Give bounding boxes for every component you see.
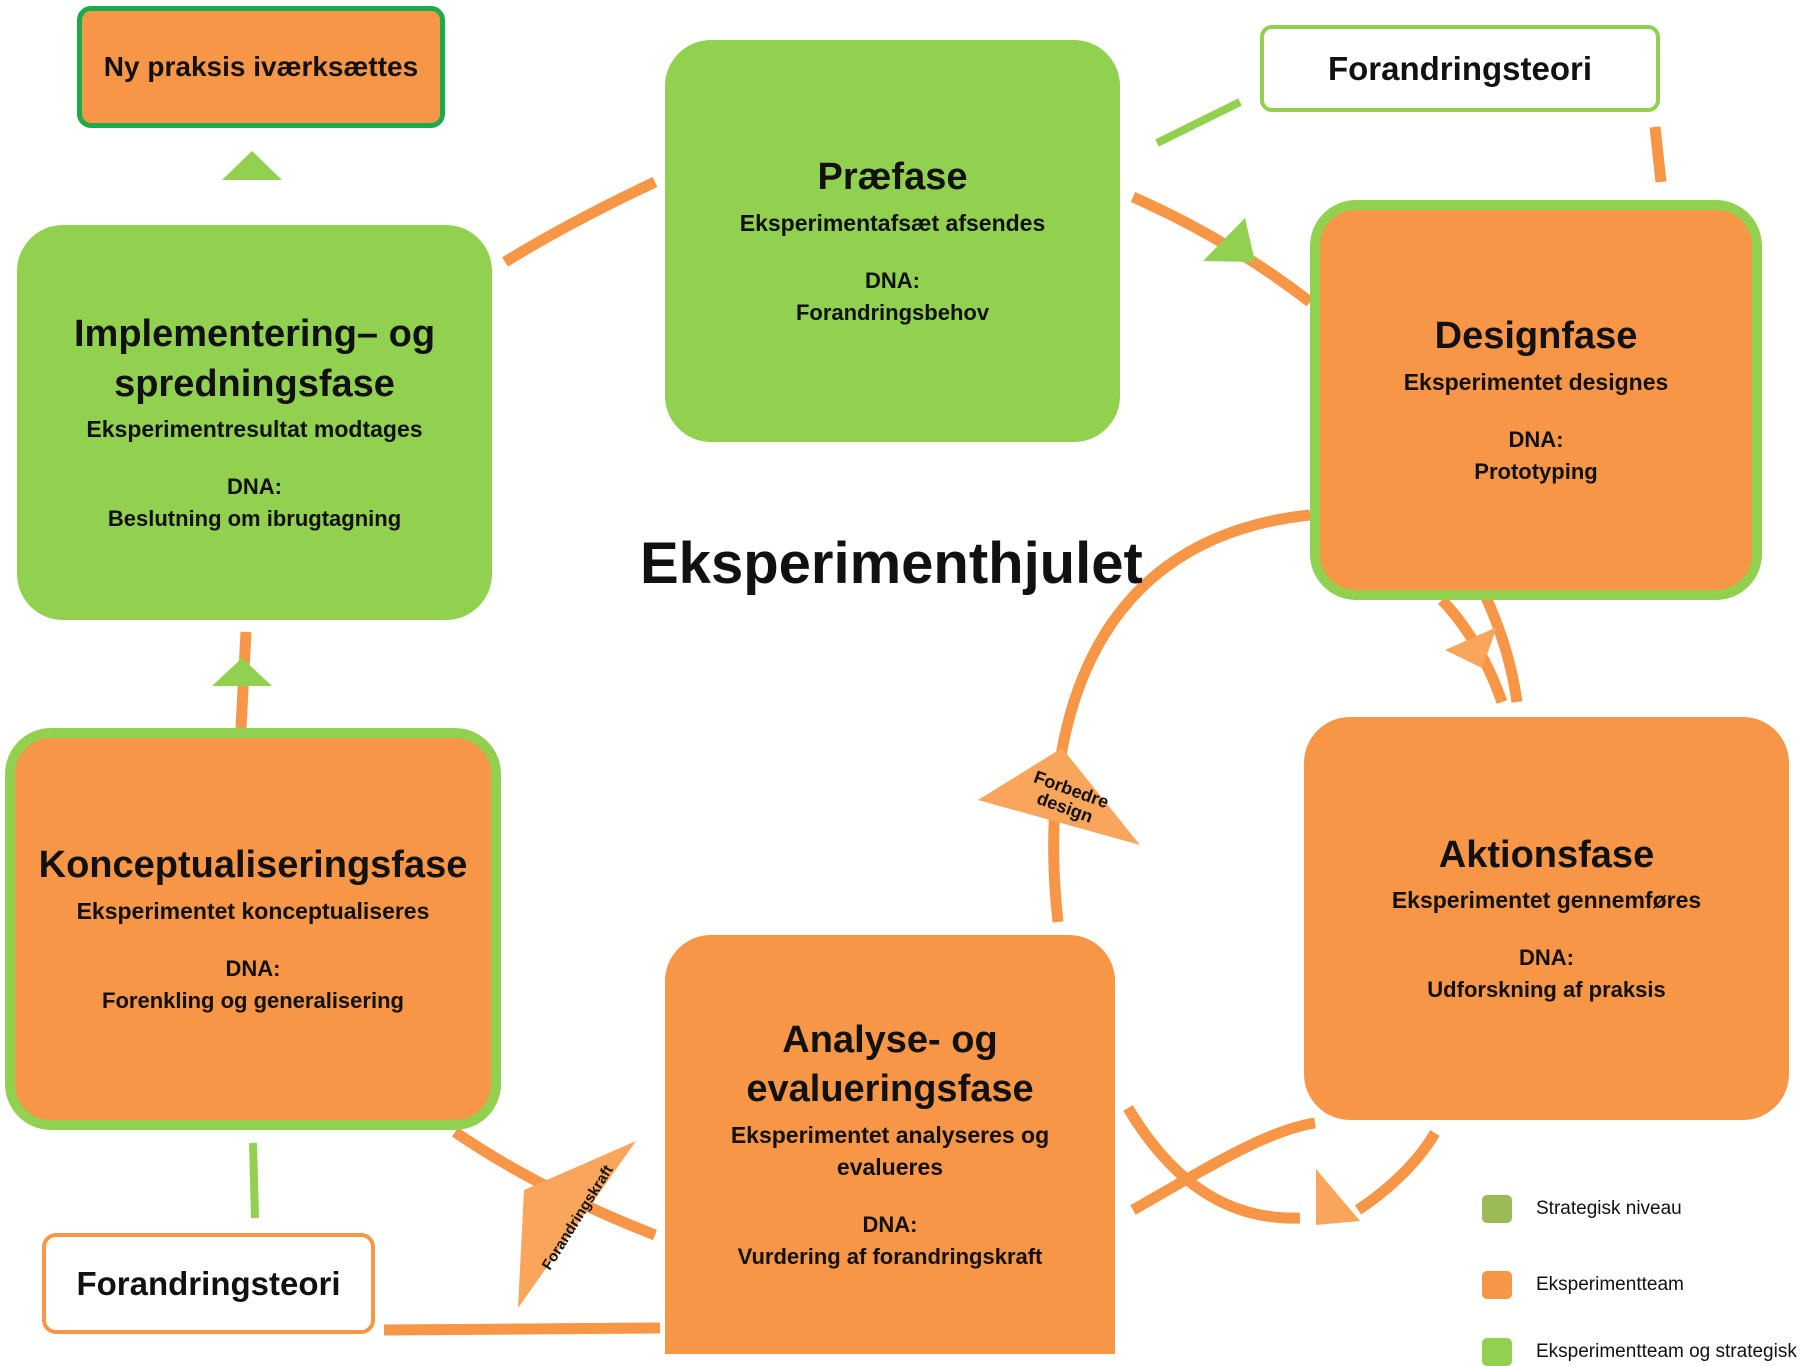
phase-dna: DNA: Forandringsbehov	[796, 265, 989, 329]
phase-praefase: Præfase Eksperimentafsæt afsendes DNA: F…	[665, 40, 1120, 442]
forandringsteori-top-label: Forandringsteori	[1327, 49, 1593, 87]
phase-subtitle: Eksperimentet designes	[1403, 368, 1669, 395]
legend-swatch	[1482, 1338, 1512, 1366]
line-forandringsteori-top	[1649, 126, 1667, 183]
legend-swatch	[1482, 1271, 1512, 1299]
arrow-to-designfase	[1203, 218, 1255, 262]
phase-subtitle: Eksperimentet analyseres og evalueres	[731, 1119, 1049, 1183]
phase-dna: DNA: Forenkling og generalisering	[102, 953, 404, 1017]
diagram-title: Eksperimenthjulet	[640, 531, 1143, 596]
phase-subtitle-line1: Eksperimentet analyseres og	[730, 1121, 1050, 1148]
arrow-to-aktionsfase	[1445, 627, 1497, 668]
ny-praksis-box: Ny praksis iværksættes	[77, 6, 445, 128]
phase-title: Designfase	[1434, 315, 1638, 358]
dna-value: Beslutning om ibrugtagning	[107, 505, 402, 531]
legend-label: Eksperimentteam og strategisk niveau	[1536, 1341, 1800, 1362]
phase-designfase: Designfase Eksperimentet designes DNA: P…	[1310, 200, 1762, 600]
arrow-to-ny-praksis	[222, 151, 282, 180]
forandringsteori-bottom-box: Forandringsteori	[42, 1233, 375, 1334]
phase-title: Aktionsfase	[1438, 833, 1655, 876]
dna-label: DNA:	[865, 267, 920, 293]
arc-forbedre-design	[1048, 509, 1311, 923]
dna-value: Forenkling og generalisering	[102, 987, 404, 1013]
dna-value: Forandringsbehov	[795, 299, 990, 325]
dna-value: Udforskning af praksis	[1427, 977, 1666, 1003]
dna-label: DNA:	[1508, 426, 1564, 452]
ny-praksis-label: Ny praksis iværksættes	[103, 51, 419, 82]
legend-swatch	[1482, 1195, 1512, 1223]
dna-label: DNA:	[1518, 945, 1574, 971]
arc-aktion-return	[1354, 1130, 1440, 1215]
phase-dna: DNA: Prototyping	[1474, 424, 1597, 488]
phase-konceptualiseringsfase: Konceptualiseringsfase Eksperimentet kon…	[5, 728, 501, 1130]
arc-aktion-to-analyse	[1130, 1117, 1316, 1215]
phase-dna: DNA: Beslutning om ibrugtagning	[108, 471, 401, 535]
arc-analyse-loop	[1123, 1105, 1301, 1224]
phase-title-line1: Implementering– og	[73, 313, 436, 356]
forandringsteori-bottom-label: Forandringsteori	[76, 1264, 341, 1302]
phase-subtitle-line2: evalueres	[836, 1154, 944, 1180]
legend-label: Eksperimentteam	[1536, 1274, 1684, 1295]
phase-analysefase: Analyse- og evalueringsfase Eksperimente…	[665, 935, 1115, 1354]
arc-implementering-to-praefase	[502, 177, 658, 267]
arc-designfase-to-aktionsfase	[1479, 592, 1523, 703]
dna-value: Prototyping	[1474, 458, 1598, 484]
dna-label: DNA:	[225, 955, 281, 981]
phase-subtitle: Eksperimentet gennemføres	[1391, 887, 1702, 914]
legend-item-eksperimentteam: Eksperimentteam	[1482, 1271, 1684, 1299]
dna-value: Vurdering af forandringskraft	[737, 1244, 1043, 1270]
phase-subtitle: Eksperimentafsæt afsendes	[739, 209, 1046, 236]
phase-title-line2: spredningsfase	[114, 362, 395, 405]
phase-dna: DNA: Vurdering af forandringskraft	[738, 1209, 1043, 1273]
forandringsteori-top-box: Forandringsteori	[1260, 25, 1660, 112]
phase-aktionsfase: Aktionsfase Eksperimentet gennemføres DN…	[1304, 717, 1789, 1120]
phase-title-line2: evalueringsfase	[746, 1068, 1034, 1111]
dna-label: DNA:	[227, 474, 282, 500]
legend-label: Strategisk niveau	[1536, 1198, 1682, 1219]
phase-implementeringsfase: Implementering– og spredningsfase Eksper…	[17, 225, 492, 620]
phase-title-line1: Analyse- og	[782, 1019, 998, 1062]
phase-title: Præfase	[817, 156, 968, 199]
arrow-to-aktion-bottom	[1316, 1169, 1360, 1225]
forbedre-design-triangle	[978, 748, 1140, 845]
forandringskraft-triangle	[518, 1141, 636, 1308]
line-forandringsteori-to-praefase	[1155, 98, 1242, 147]
line-bottom	[383, 1322, 661, 1336]
legend-item-strategisk: Strategisk niveau	[1482, 1195, 1682, 1223]
phase-title: Konceptualiseringsfase	[38, 844, 468, 887]
arrow-to-implementering	[212, 658, 272, 686]
phase-subtitle: Eksperimentet konceptualiseres	[76, 897, 430, 924]
phase-subtitle: Eksperimentresultat modtages	[86, 415, 423, 442]
line-forandringsteori-to-koncept	[249, 1142, 259, 1219]
phase-dna: DNA: Udforskning af praksis	[1427, 942, 1665, 1006]
legend-item-begge: Eksperimentteam og strategisk niveau	[1482, 1338, 1800, 1366]
dna-label: DNA:	[862, 1212, 918, 1238]
